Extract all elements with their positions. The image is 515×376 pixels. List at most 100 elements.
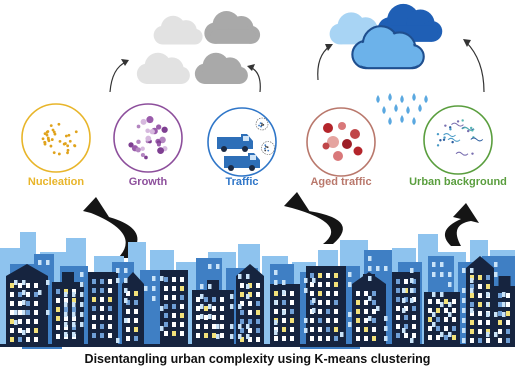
- window: [478, 311, 482, 316]
- window: [108, 279, 112, 284]
- window: [216, 334, 220, 339]
- particle: [45, 133, 49, 137]
- window: [56, 298, 60, 303]
- particle: [145, 135, 152, 142]
- window: [282, 318, 286, 323]
- window: [448, 312, 452, 317]
- window: [134, 336, 138, 341]
- particle: [161, 126, 168, 133]
- window: [310, 282, 314, 287]
- window: [180, 313, 184, 318]
- window: [274, 309, 278, 314]
- window: [208, 304, 212, 309]
- window: [440, 332, 444, 337]
- window: [108, 333, 112, 338]
- window: [64, 316, 68, 321]
- window: [486, 292, 490, 297]
- window: [432, 262, 436, 267]
- window: [412, 333, 416, 338]
- window: [304, 328, 308, 333]
- window: [248, 337, 252, 342]
- particle: [47, 138, 50, 141]
- window: [356, 309, 360, 314]
- window: [80, 272, 84, 277]
- window: [180, 331, 184, 336]
- window: [92, 297, 96, 302]
- particle: [439, 139, 442, 142]
- window: [92, 306, 96, 311]
- window: [274, 280, 278, 285]
- window: [80, 312, 84, 317]
- window: [164, 313, 168, 318]
- window: [72, 332, 76, 337]
- window: [100, 306, 104, 311]
- window: [18, 310, 22, 315]
- window: [46, 310, 50, 315]
- particle: [66, 151, 69, 155]
- window: [404, 306, 408, 311]
- window: [506, 302, 510, 307]
- window: [356, 318, 360, 323]
- window: [126, 300, 130, 305]
- window: [282, 310, 286, 315]
- window: [334, 318, 338, 323]
- window: [326, 273, 330, 278]
- rain-drop: [382, 106, 386, 114]
- particle: [456, 120, 460, 123]
- window: [304, 278, 308, 283]
- window: [486, 275, 490, 280]
- window: [196, 324, 200, 329]
- window: [196, 297, 200, 302]
- window: [334, 291, 338, 296]
- particle: [322, 142, 330, 150]
- window: [46, 280, 50, 285]
- window: [124, 278, 128, 283]
- window: [404, 315, 408, 320]
- window: [18, 292, 22, 297]
- window: [448, 282, 452, 287]
- window: [92, 333, 96, 338]
- arrows-group: [83, 39, 485, 258]
- window: [404, 297, 408, 302]
- window: [368, 266, 372, 271]
- window: [10, 283, 14, 288]
- window: [248, 292, 252, 297]
- window: [290, 309, 294, 314]
- window: [248, 328, 252, 333]
- window: [10, 292, 14, 297]
- window: [246, 324, 250, 329]
- window: [368, 276, 372, 281]
- particle: [52, 151, 56, 155]
- window: [152, 296, 156, 301]
- window: [312, 278, 316, 283]
- cloud-icon: [136, 52, 190, 84]
- window: [274, 330, 278, 335]
- window: [18, 319, 22, 324]
- window: [402, 288, 406, 293]
- window: [248, 283, 252, 288]
- window: [494, 262, 498, 267]
- window: [64, 325, 68, 330]
- window: [10, 310, 14, 315]
- window: [124, 318, 128, 323]
- window: [100, 333, 104, 338]
- particle: [444, 124, 447, 127]
- window: [348, 322, 352, 327]
- window: [230, 324, 234, 329]
- window: [196, 333, 200, 338]
- particle: [43, 132, 47, 136]
- window: [164, 277, 168, 282]
- delivery-van-icon: [217, 134, 253, 152]
- window: [412, 297, 416, 302]
- window: [310, 273, 314, 278]
- window: [144, 286, 148, 291]
- window: [256, 310, 260, 315]
- window: [80, 302, 84, 307]
- window: [204, 324, 208, 329]
- delivery-van-icon: [224, 153, 260, 171]
- label-growth: Growth: [128, 176, 168, 188]
- window: [134, 327, 138, 332]
- rain-drop: [424, 95, 428, 103]
- rain-drop: [400, 115, 404, 123]
